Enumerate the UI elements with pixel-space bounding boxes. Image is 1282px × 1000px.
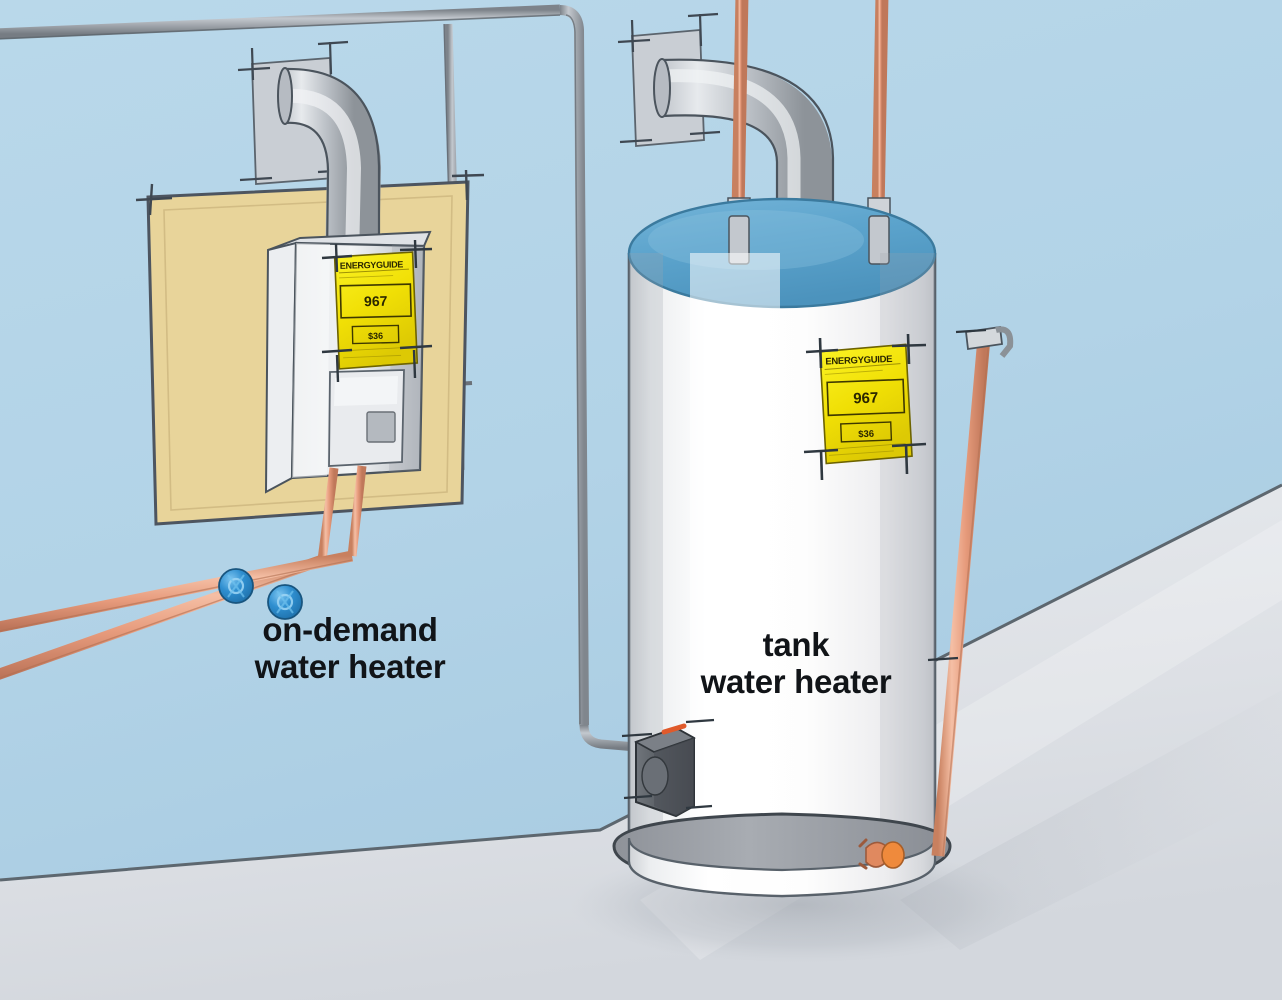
tank-vent-plate-ticks — [617, 12, 721, 144]
ondemand-label-background — [333, 251, 419, 370]
tank-label-rule-3 — [828, 442, 906, 450]
gas-control-indicator — [661, 723, 687, 735]
tank-hot-outlet-riser — [871, 0, 889, 215]
on-demand-water-heater: ENERGYGUIDE 967 $36 — [237, 40, 433, 561]
ondemand-copper-pipes — [317, 465, 367, 561]
valve-right-hub — [276, 593, 294, 611]
tank-label-heading: ENERGYGUIDE — [825, 354, 892, 368]
wall-floor-junction — [0, 483, 1282, 882]
copper-supply-lines — [0, 550, 354, 680]
copper-line-lower-shadow — [0, 563, 323, 679]
ondemand-control-panel-top — [334, 376, 398, 406]
ondemand-label-cost-box — [351, 324, 400, 345]
ondemand-vent-outline-right — [282, 67, 381, 258]
valve-left-spokes — [227, 574, 245, 598]
tank-top-outline — [627, 197, 937, 309]
ondemand-vent-pipe — [277, 67, 382, 259]
shutoff-valves — [218, 568, 303, 620]
tp-pipe-shadow — [942, 337, 990, 857]
ondemand-display-window — [366, 411, 396, 443]
tank-shading-group — [629, 253, 935, 896]
tp-pipe-vertical — [931, 337, 991, 857]
ondemand-vent-outline-left — [284, 121, 330, 259]
ondemand-label-rule-4 — [343, 354, 402, 359]
shutoff-valve-right — [267, 584, 303, 620]
tank-vent-plate-outline — [631, 29, 705, 147]
ondemand-label-heading: ENERGYGUIDE — [340, 259, 404, 271]
copper-line-upper-shadow — [0, 559, 353, 632]
tp-relief-discharge-pipe — [927, 325, 1014, 857]
shutoff-valve-left — [218, 568, 254, 604]
tank-label-rule-1 — [824, 363, 901, 370]
ondemand-vent-collar — [277, 67, 293, 125]
gas-control-dial — [641, 756, 669, 796]
drain-valve-handle — [881, 841, 905, 869]
tank-gas-control-valve — [621, 718, 715, 818]
ondemand-label-cost-value: $36 — [368, 331, 383, 341]
tank-label-rule-4 — [828, 450, 894, 456]
tank-label-estimate-value: 967 — [853, 389, 879, 407]
ondemand-label-estimate-value: 967 — [364, 293, 388, 310]
gas-pipe-horizontal-shadow — [0, 14, 561, 40]
ondemand-label-rule-1 — [339, 268, 409, 274]
tank-bottom-skirt — [627, 837, 937, 898]
tank-vent-outline-left — [662, 114, 779, 222]
tank-drain-valve — [858, 838, 905, 870]
ondemand-energyguide-label: ENERGYGUIDE 967 $36 — [333, 251, 419, 370]
ondemand-cabinet-front-highlight — [292, 243, 330, 478]
tank-label-ticks — [803, 333, 927, 481]
tank-energyguide-label: ENERGYGUIDE 967 $36 — [819, 343, 913, 465]
copper-line-lower — [0, 554, 324, 680]
gas-pipe-vertical-main — [559, 5, 589, 726]
ondemand-pipe-a — [317, 467, 339, 561]
ondemand-label-rule-2 — [339, 275, 394, 279]
tank-outlet-stub — [868, 215, 890, 265]
gas-control-ticks — [621, 718, 715, 810]
drain-valve-spout — [858, 838, 868, 870]
ondemand-label-estimate-box — [339, 283, 412, 319]
tank-vent-collar — [653, 58, 671, 118]
gas-pipe-horizontal — [0, 4, 561, 40]
tank-label-cost-box — [840, 421, 893, 443]
tank-highlight-band — [690, 253, 780, 896]
valve-left-hub — [227, 577, 245, 595]
tank-label-rule-2 — [824, 369, 883, 375]
valve-right-spokes — [276, 590, 294, 614]
ondemand-vent-highlight — [283, 88, 362, 259]
tank-vent-highlight — [661, 69, 801, 220]
tank-vent-pipe — [617, 12, 850, 246]
tank-label-cost-value: $36 — [858, 429, 874, 441]
gas-pipe-vertical-edge — [565, 14, 581, 725]
ondemand-pipe-b — [347, 465, 367, 557]
copper-line-upper — [0, 550, 354, 633]
gas-control-box-shade — [654, 738, 694, 816]
tp-pipe-top-fitting — [965, 325, 1003, 351]
tank-label-background — [819, 343, 913, 465]
gas-pipe-to-tank — [579, 724, 649, 753]
tank-vent-outline-right — [660, 58, 835, 222]
tp-pipe-ticks — [927, 328, 987, 662]
tank-label-estimate-box — [826, 378, 906, 417]
tp-valve-elbow — [995, 326, 1014, 358]
ondemand-label-ticks — [321, 239, 433, 383]
panel-registration-marks — [135, 169, 485, 216]
tank-cast-shadow — [900, 690, 1282, 950]
tank-cold-inlet-riser — [731, 0, 749, 215]
